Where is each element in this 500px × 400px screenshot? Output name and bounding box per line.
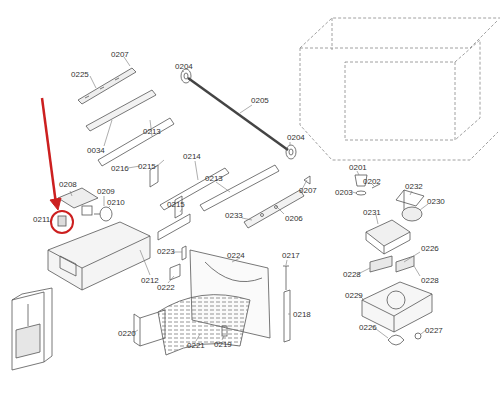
callout-number: 0205 (250, 96, 270, 105)
callout-number: 0213 (204, 174, 224, 183)
callout-number: 0215 (137, 162, 157, 171)
callout-number: 0223 (156, 247, 176, 256)
callout-number: 0211 (32, 215, 51, 224)
callout-number: 0227 (424, 326, 444, 335)
callout-number: 0214 (182, 152, 202, 161)
callout-number: 0202 (362, 177, 382, 186)
callout-number: 0203 (334, 188, 354, 197)
callout-number: 0219 (213, 340, 233, 349)
callout-number: 0034 (86, 146, 106, 155)
callout-number: 0225 (70, 70, 90, 79)
callout-number: 0212 (140, 276, 160, 285)
callout-number: 0220 (117, 329, 137, 338)
callout-number: 0213 (142, 127, 162, 136)
callout-number: 0230 (426, 197, 446, 206)
callout-number: 0216 (110, 164, 130, 173)
callout-number: 0232 (404, 182, 424, 191)
callout-number: 0210 (106, 198, 126, 207)
callout-number: 0206 (284, 214, 304, 223)
callout-number: 0208 (58, 180, 78, 189)
callout-number: 0207 (110, 50, 130, 59)
callout-number: 0218 (292, 310, 312, 319)
callout-number: 0233 (224, 211, 244, 220)
callout-number: 0209 (96, 187, 116, 196)
callout-number: 0201 (348, 163, 368, 172)
callout-number: 0231 (362, 208, 382, 217)
callout-number: 0215 (166, 200, 186, 209)
callout-number: 0207 (298, 186, 318, 195)
callout-number: 0204 (286, 133, 306, 142)
callout-number: 0226 (420, 244, 440, 253)
callout-number: 0226 (358, 323, 378, 332)
callout-number: 0204 (174, 62, 194, 71)
callout-number: 0224 (226, 251, 246, 260)
callout-number: 0217 (281, 251, 301, 260)
callout-number: 0228 (420, 276, 440, 285)
callout-number: 0228 (342, 270, 362, 279)
callout-number: 0229 (344, 291, 364, 300)
callout-number: 0221 (186, 341, 206, 350)
callout-number: 0222 (156, 283, 176, 292)
